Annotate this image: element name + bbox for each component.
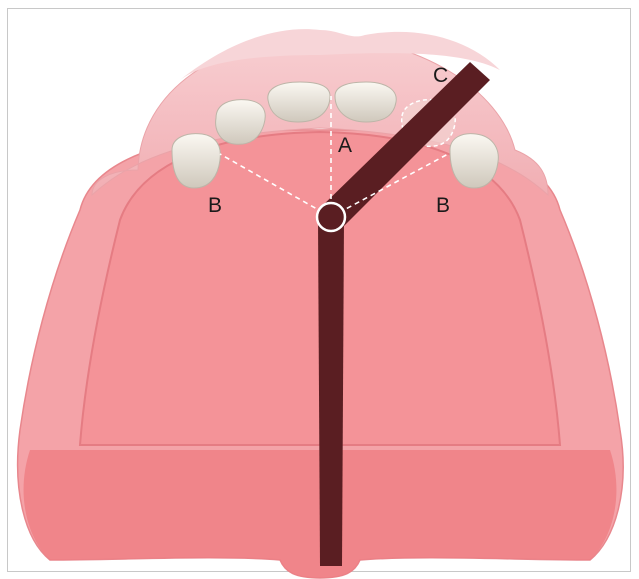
label-a: A: [338, 134, 352, 157]
center-point: [317, 203, 345, 231]
label-c: C: [433, 64, 448, 87]
tooth-central-left: [268, 82, 330, 122]
tooth-canine-right: [450, 134, 498, 188]
label-b-right: B: [436, 194, 450, 217]
bar-vertical: [318, 220, 344, 566]
label-b-left: B: [208, 194, 222, 217]
